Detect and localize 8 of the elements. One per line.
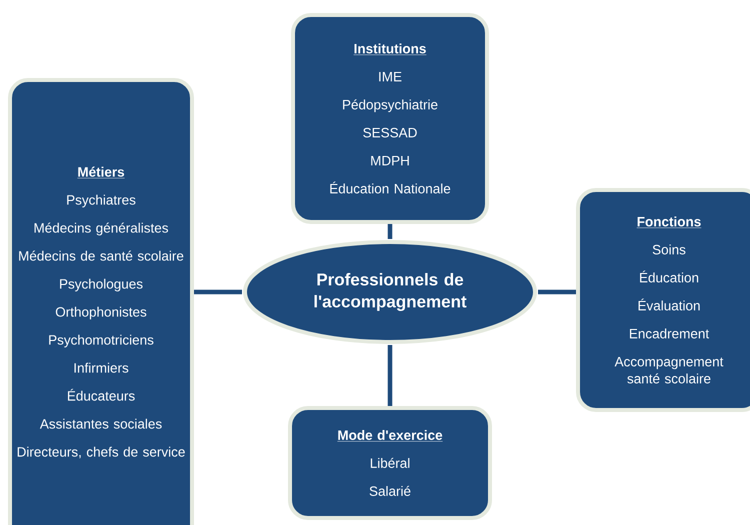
- connector-line: [388, 224, 392, 239]
- connector-line: [388, 345, 392, 406]
- category-box: Fonctions Soins Éducation Évaluation Encadrement Accompagnement santé scolaire: [576, 188, 750, 412]
- connector-line: [538, 290, 576, 294]
- connector-line: [194, 290, 242, 294]
- category-box: Mode d'exercice Libéral Salarié: [288, 406, 492, 520]
- category-box: Institutions IME Pédopsychiatrie SESSAD MDPH Éducation Nationale: [291, 13, 489, 224]
- category-box: Métiers Psychiatres Médecins généralistes Médecins de santé scolaire Psychologues Orthophonistes Psychomotriciens Infirmiers Éducateurs Assistantes sociales Directeurs, chefs de service: [8, 78, 194, 525]
